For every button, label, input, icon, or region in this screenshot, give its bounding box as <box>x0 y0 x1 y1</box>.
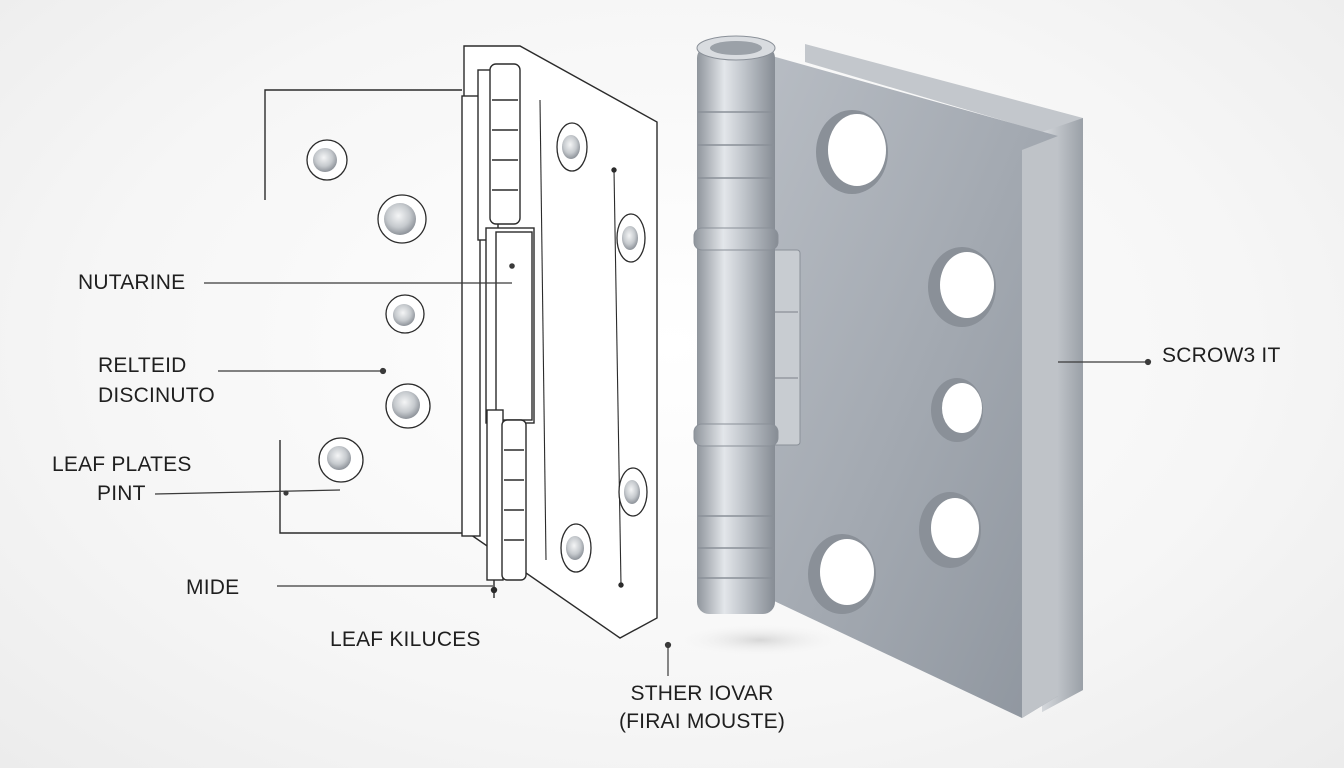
knuckle-lower <box>486 409 504 581</box>
hinge-leaf <box>772 56 1058 718</box>
label-scrow3-it: SCROW3 IT <box>1162 344 1281 367</box>
knuckle-upper-inner <box>489 63 521 225</box>
label-leaf-plates: LEAF PLATES <box>52 453 192 476</box>
leader-pint <box>154 489 341 495</box>
label-pint: PINT <box>97 482 146 505</box>
label-nutarine: NUTARINE <box>78 271 186 294</box>
hinge-barrel <box>693 35 779 614</box>
label-discinuto: DISCINUTO <box>98 384 215 407</box>
label-mide: MIDE <box>186 576 240 599</box>
knuckle-strip <box>461 95 481 537</box>
left-leaf-outline <box>264 89 462 200</box>
exploded-hinge-drawing <box>264 45 658 639</box>
left-leaf-lower-outline <box>279 440 478 534</box>
knuckle-lower-inner <box>501 419 527 581</box>
leaf-holes <box>808 110 996 614</box>
label-firai-mouste: (FIRAI MOUSTE) <box>618 710 786 733</box>
knuckle-middle <box>485 227 535 424</box>
left-screw-holes <box>306 122 648 573</box>
label-sther-iovar: STHER IOVAR <box>630 682 774 705</box>
label-relteid: RELTEID <box>98 354 187 377</box>
leader-lines <box>154 263 1152 676</box>
rendered-hinge <box>670 35 1083 718</box>
label-leaf-kiluces: LEAF KILUCES <box>330 628 481 651</box>
